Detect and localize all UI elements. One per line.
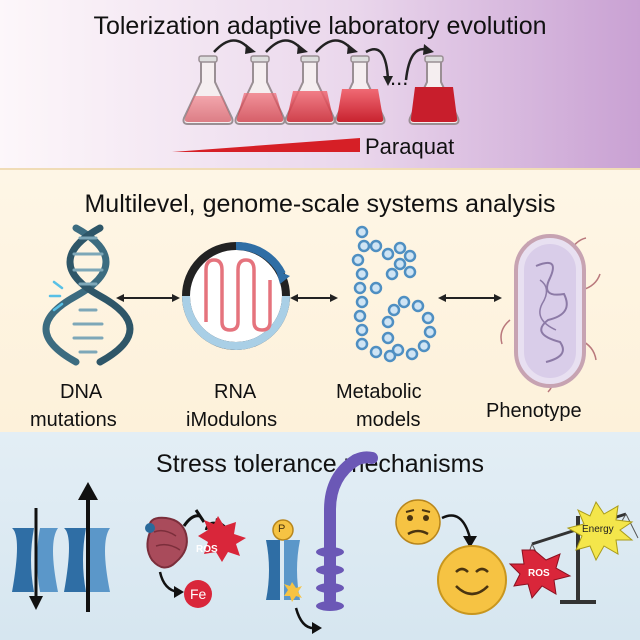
paraquat-label: Paraquat (365, 134, 455, 159)
systems-panel: Multilevel, genome-scale systems analysi… (0, 168, 640, 434)
metabolic-label-line1: Metabolic (336, 381, 422, 403)
flask-icon (234, 55, 286, 125)
protein-icon (145, 509, 226, 598)
ros-star-icon (198, 516, 246, 562)
worried-face-icon (395, 499, 441, 545)
systems-title: Multilevel, genome-scale systems analysi… (84, 190, 556, 218)
serial-ellipsis: ... (390, 65, 409, 90)
evolution-panel: Tolerization adaptive laboratory evoluti… (0, 0, 640, 168)
flask-icon (182, 55, 234, 125)
dna-label-line1: DNA (60, 381, 103, 403)
flask-icon (284, 55, 336, 125)
balance-ros-label: ROS (528, 568, 550, 579)
mechanisms-panel: Stress tolerance mechanisms (0, 432, 640, 640)
imodulon-circle-icon (182, 241, 290, 350)
phosphate-label: P (278, 523, 286, 535)
flagellum-icon (316, 451, 378, 611)
balance-scale-icon (508, 500, 639, 604)
dna-icon (42, 224, 134, 366)
fe-label: Fe (190, 586, 207, 602)
paraquat-gradient (172, 138, 360, 152)
flask-icon (334, 55, 386, 125)
mechanisms-diagram (12, 451, 639, 634)
dna-label-line2: mutations (30, 409, 117, 431)
systems-diagram (42, 224, 601, 393)
bacterium-icon (500, 234, 601, 393)
balance-energy-label: Energy (582, 524, 614, 535)
metabolic-label-line2: models (356, 409, 421, 431)
flask-icon (408, 55, 460, 125)
rna-label-line2: iModulons (186, 409, 278, 431)
phenotype-label: Phenotype (486, 400, 582, 422)
ros-label: ROS (196, 544, 218, 555)
evolution-title: Tolerization adaptive laboratory evoluti… (93, 12, 547, 40)
phospho-transporter-icon (266, 519, 322, 634)
rna-label-line1: RNA (214, 381, 257, 403)
metabolic-network-icon (351, 225, 437, 363)
mechanisms-title: Stress tolerance mechanisms (156, 450, 484, 478)
link-arrows (116, 294, 502, 302)
transporter-icon (12, 482, 110, 612)
evolution-diagram (172, 39, 460, 152)
iron-icon (184, 580, 212, 608)
smiley-icon (437, 545, 507, 615)
